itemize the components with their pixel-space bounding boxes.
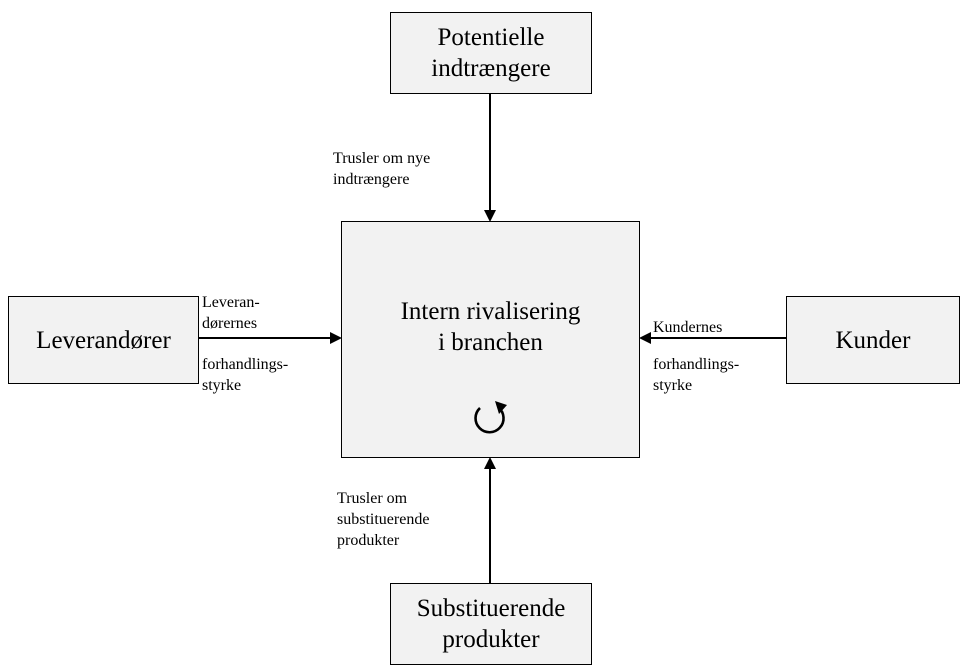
node-internal-rivalry-line-2: i branchen [438,329,543,356]
edge-label-new-entrants: Trusler om nye indtrængere [333,148,430,190]
edge-label-supplier-power-line-3: forhandlings- [202,356,289,373]
node-suppliers: Leverandører [8,296,199,384]
node-customers-label: Kunder [835,326,911,354]
edge-label-supplier-power-lower: forhandlings- styrke [202,354,288,396]
node-substitute-products: Substituerende produkter [390,583,592,665]
node-substitute-products-line-2: produkter [442,626,540,653]
node-potential-entrants: Potentielle indtrængere [390,12,592,94]
node-internal-rivalry: Intern rivalisering i branchen [341,221,640,458]
edge-label-new-entrants-line-1: Trusler om nye [333,150,431,167]
edge-label-substitutes-line-3: produkter [337,532,400,549]
rotate-cycle-icon [474,401,507,434]
edge-label-customer-power-line-2: forhandlings- [653,356,740,373]
edge-label-customer-power-line-3: styrke [653,377,693,394]
node-suppliers-label: Leverandører [36,326,171,354]
edge-label-customer-power-line-1: Kundernes [653,319,723,336]
edge-label-new-entrants-line-2: indtrængere [333,171,410,188]
edge-label-supplier-power-line-4: styrke [202,377,242,394]
edge-label-substitutes: Trusler om substituerende produkter [337,488,429,551]
node-potential-entrants-line-2: indtrængere [431,55,551,82]
edge-label-substitutes-line-2: substituerende [337,511,430,528]
edge-label-customer-power-upper: Kundernes [653,317,722,338]
edge-label-customer-power-lower: forhandlings- styrke [653,354,739,396]
edge-label-supplier-power-line-1: Leveran- [202,294,260,311]
node-substitute-products-line-1: Substituerende [416,595,566,622]
node-customers: Kunder [786,296,960,384]
edge-label-supplier-power-line-2: dørernes [202,315,258,332]
node-internal-rivalry-line-1: Intern rivalisering [400,298,581,325]
edge-label-supplier-power-upper: Leveran- dørernes [202,292,260,334]
node-potential-entrants-line-1: Potentielle [437,24,545,51]
edge-label-substitutes-line-1: Trusler om [337,490,408,507]
